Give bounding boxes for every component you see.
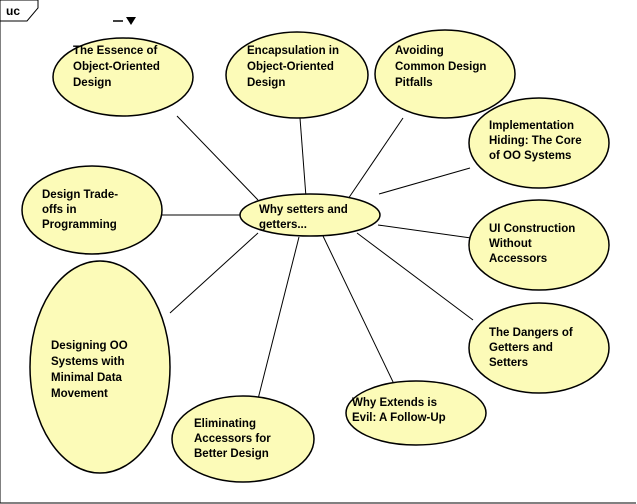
edge-essence [176,115,259,201]
edge-hiding [378,167,471,195]
center-use-case-label: Why setters and getters... [259,204,351,231]
use-case-ui[interactable]: UI Construction Without Accessors [468,199,610,291]
frame-tab [0,0,39,22]
encapsulation-line-2: Object-Oriented [247,61,334,73]
encapsulation-ellipse[interactable] [225,31,369,119]
pitfalls-line-1: Avoiding [395,45,444,57]
ui-line-3: Accessors [489,253,547,265]
dangers-ellipse[interactable] [468,302,610,394]
eliminating-line-3: Better Design [194,448,269,460]
edge-extends [322,235,395,385]
edge-ui [377,224,472,239]
dangers-label: The Dangers of Getters and Setters [489,327,576,369]
dangers-line-1: The Dangers of [489,327,573,339]
ui-line-2: Without [489,238,532,250]
use-case-dangers[interactable]: The Dangers of Getters and Setters [468,302,610,394]
edge-minimal [169,232,259,314]
extends-label: Why Extends is Evil: A Follow-Up [352,397,446,424]
edge-encapsulation [299,117,307,198]
minimal-line-4: Movement [51,388,108,400]
minimal-ellipse[interactable] [29,260,171,474]
encapsulation-line-3: Design [247,77,285,89]
eliminating-ellipse[interactable] [171,395,315,483]
essence-line-1: The Essence of [73,45,158,57]
encapsulation-line-1: Encapsulation in [247,45,339,57]
frame-tab-label: uc [6,4,20,18]
hiding-line-2: Hiding: The Core [489,135,582,147]
center-line-2: getters... [259,219,307,231]
minimal-line-1: Designing OO [51,340,128,352]
tradeoffs-line-2: offs in [42,204,77,216]
dangers-line-2: Getters and [489,342,553,354]
hiding-line-3: of OO Systems [489,150,571,162]
ui-ellipse[interactable] [468,199,610,291]
use-case-hiding[interactable]: Implementation Hiding: The Core of OO Sy… [468,97,610,189]
minimal-line-2: Systems with [51,356,125,368]
extends-line-1: Why Extends is [352,397,437,409]
eliminating-label: Eliminating Accessors for Better Design [194,418,274,460]
use-case-pitfalls[interactable]: Avoiding Common Design Pitfalls [374,29,516,119]
hiding-line-1: Implementation [489,120,574,132]
edge-dangers [356,232,474,321]
essence-label: The Essence of Object-Oriented Design [73,45,163,89]
center-use-case-ellipse[interactable] [239,193,381,237]
pitfalls-label: Avoiding Common Design Pitfalls [395,45,490,89]
connectors [162,115,474,404]
use-case-tradeoffs[interactable]: Design Trade- offs in Programming [21,165,163,255]
minimal-label: Designing OO Systems with Minimal Data M… [51,340,131,400]
tradeoffs-line-3: Programming [42,219,117,231]
dangers-line-3: Setters [489,357,528,369]
essence-line-2: Object-Oriented [73,61,160,73]
extends-line-2: Evil: A Follow-Up [352,412,446,424]
minimal-line-3: Minimal Data [51,372,123,384]
ui-label: UI Construction Without Accessors [489,223,578,265]
hiding-ellipse[interactable] [468,97,610,189]
use-case-encapsulation[interactable]: Encapsulation in Object-Oriented Design [225,31,369,119]
tradeoffs-line-1: Design Trade- [42,189,118,201]
edge-eliminating [256,236,300,404]
use-case-essence[interactable]: The Essence of Object-Oriented Design [52,37,194,117]
pitfalls-ellipse[interactable] [374,29,516,119]
pitfalls-line-3: Pitfalls [395,77,433,89]
encapsulation-label: Encapsulation in Object-Oriented Design [247,45,342,89]
use-case-minimal[interactable]: Designing OO Systems with Minimal Data M… [29,260,171,474]
tradeoffs-label: Design Trade- offs in Programming [42,189,121,231]
center-line-1: Why setters and [259,204,348,216]
essence-ellipse[interactable] [52,37,194,117]
tradeoffs-ellipse[interactable] [21,165,163,255]
use-case-eliminating[interactable]: Eliminating Accessors for Better Design [171,395,315,483]
collapse-toggle-icon[interactable] [113,17,136,25]
eliminating-line-2: Accessors for [194,433,271,445]
use-case-extends[interactable]: Why Extends is Evil: A Follow-Up [345,380,487,446]
hiding-label: Implementation Hiding: The Core of OO Sy… [489,120,585,162]
ui-line-1: UI Construction [489,223,575,235]
center-node[interactable]: Why setters and getters... [239,193,381,237]
pitfalls-line-2: Common Design [395,61,486,73]
essence-line-3: Design [73,77,111,89]
eliminating-line-1: Eliminating [194,418,256,430]
edge-pitfalls [347,117,404,200]
extends-ellipse[interactable] [345,380,487,446]
